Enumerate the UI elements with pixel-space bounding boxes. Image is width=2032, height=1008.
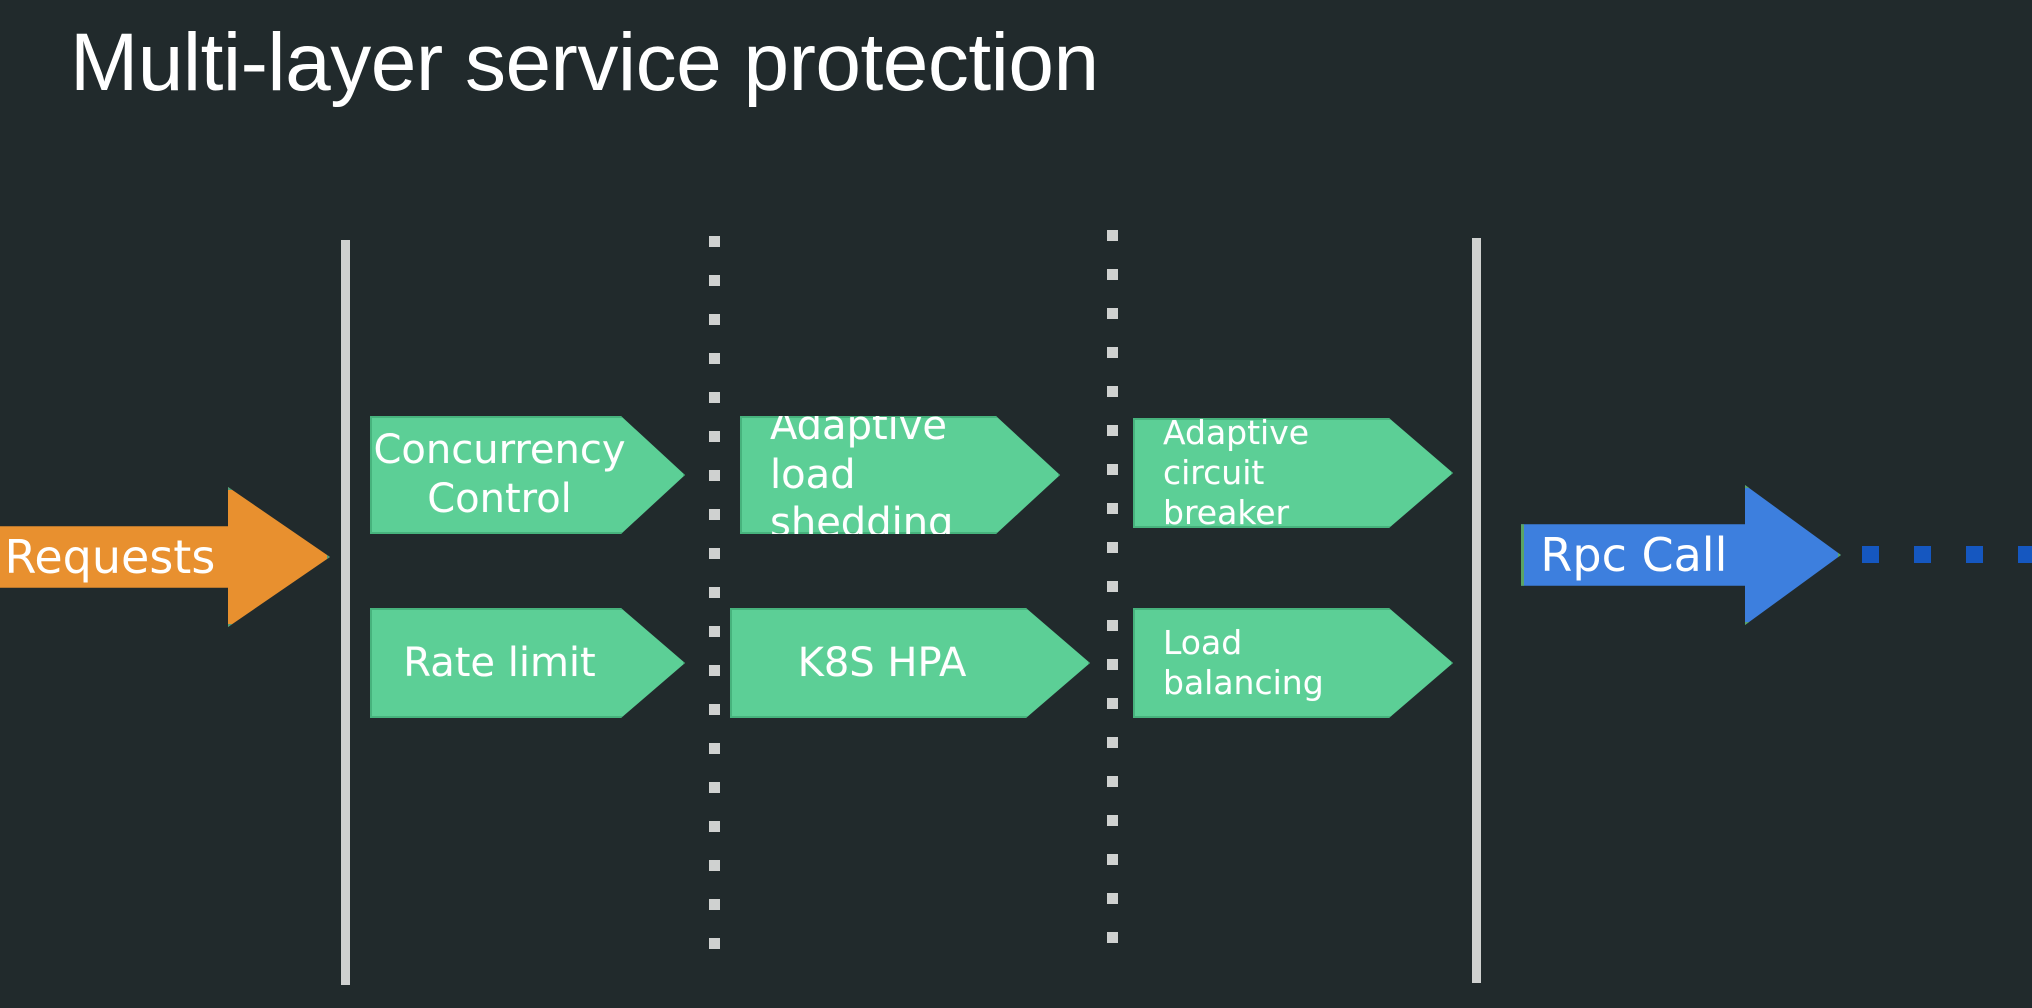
stage-rate-limit[interactable]: Rate limit [370,608,685,718]
stage-adaptive-circuit-breaker[interactable]: Adaptive circuit breaker [1133,418,1453,528]
rpc-call-arrow[interactable]: Rpc Call [1521,485,1841,625]
separator-layer-divider-1 [709,236,720,956]
stage-label: Concurrency Control [373,427,626,522]
stage-k8s-hpa[interactable]: K8S HPA [730,608,1090,718]
separator-boundary-right [1472,238,1481,983]
requests-arrow[interactable]: Requests [0,487,330,627]
trailing-dot [2018,546,2032,563]
stage-load-balancing[interactable]: Load balancing [1133,608,1453,718]
page-title: Multi-layer service protection [70,17,1099,108]
trailing-dots [1862,546,2032,563]
trailing-dot [1914,546,1931,563]
separator-boundary-left [341,240,350,985]
rpc-call-arrow-label: Rpc Call [1540,528,1728,582]
stage-adaptive-load-shedding[interactable]: Adaptive load shedding [740,416,1060,534]
trailing-dot [1966,546,1983,563]
requests-arrow-label: Requests [4,530,216,584]
stage-label: Adaptive circuit breaker [1163,412,1310,533]
stage-label: K8S HPA [797,639,967,686]
stage-concurrency-control[interactable]: Concurrency Control [370,416,685,534]
stage-label: Adaptive load shedding [770,402,954,547]
separator-layer-divider-2 [1107,230,1118,956]
stage-label: Load balancing [1163,622,1324,702]
stage-label: Rate limit [403,639,596,686]
trailing-dot [1862,546,1879,563]
